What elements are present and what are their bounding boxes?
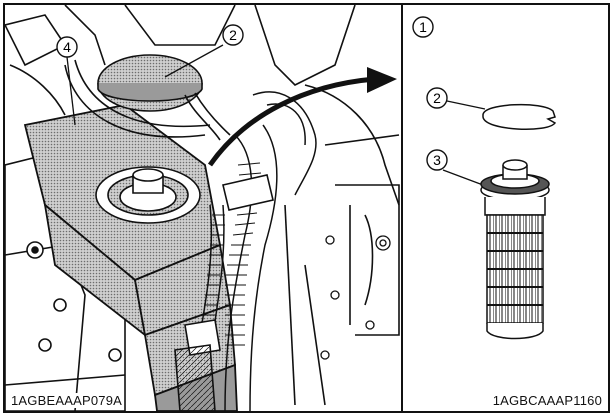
right-callout-circles — [412, 16, 448, 171]
callout-right-2-circle — [426, 87, 448, 109]
filter-element — [480, 159, 550, 340]
callout-leaders — [66, 44, 224, 126]
parts-illustration: 1 2 3 — [412, 16, 557, 340]
right-figure-code: 1AGBCAAAP1160 — [490, 393, 604, 408]
callout-3-circle — [426, 149, 448, 171]
engine-illustration: 4 2 — [5, 5, 400, 411]
harness-clip — [174, 174, 274, 411]
callout-1-circle — [412, 16, 434, 38]
left-figure-code: 1AGBEAAAP079A — [9, 393, 124, 408]
right-callout-leaders — [442, 100, 486, 186]
right-parts-panel: 1 2 3 — [403, 5, 608, 411]
callout-1-label: 1 — [419, 19, 427, 35]
filter-housing — [23, 104, 238, 411]
wire-harness — [199, 91, 317, 411]
callout-4-label: 4 — [63, 39, 71, 55]
background-bolts — [320, 235, 391, 360]
callout-2-circle — [222, 24, 244, 46]
callout-4-circle — [56, 36, 78, 58]
panel-divider — [401, 5, 403, 411]
filter-cap-assembly — [95, 166, 201, 224]
left-illustration-panel: 4 2 1AGBEAAAP079A — [5, 5, 401, 411]
callout-circles — [56, 24, 244, 58]
callout-3-label: 3 — [433, 152, 441, 168]
callout-right-2-label: 2 — [433, 90, 441, 106]
seal-ring — [482, 103, 557, 130]
removal-arrow — [207, 67, 397, 167]
callout-2-label: 2 — [229, 27, 237, 43]
figure-frame: 4 2 1AGBEAAAP079A 1 2 3 — [3, 3, 610, 413]
removed-cap-disk — [97, 54, 203, 112]
